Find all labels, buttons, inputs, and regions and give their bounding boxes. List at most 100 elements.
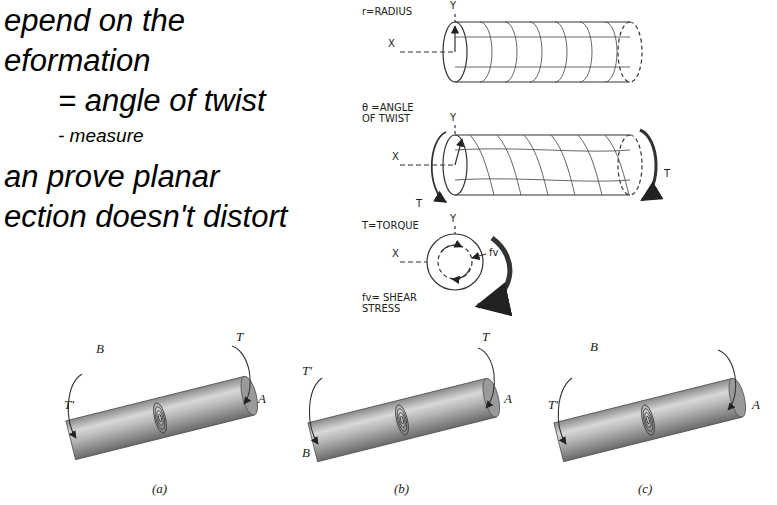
stress-label: fv= SHEAR STRESS (362, 292, 424, 314)
twisted-cylinder-sketch-part (432, 132, 446, 202)
load-label: T' (548, 398, 558, 412)
torque-arrows-part (478, 348, 494, 408)
torque-arrows-part (232, 346, 250, 404)
point-label: B (302, 446, 310, 460)
shaded-shaft-part-part (641, 408, 655, 433)
stress-label: fv (489, 247, 498, 258)
cross-section-part (472, 254, 486, 258)
point-label: B (590, 340, 598, 354)
twisted-cylinder-sketch-part (640, 130, 656, 200)
twist-lines-part (524, 135, 548, 195)
load-label: T (416, 198, 422, 209)
cylinder-sketch-part (400, 51, 455, 52)
shaded-shaft (554, 377, 749, 462)
axis-label: Y (450, 112, 456, 123)
torque-arrows (68, 346, 735, 444)
shaded-shaft (66, 375, 261, 460)
figure-caption: (a) (152, 482, 167, 496)
shaded-shaft-part-part (639, 404, 657, 437)
shaded-shaft-part-part (397, 412, 406, 428)
shaded-shaft-part-part (151, 402, 169, 435)
twisted-cylinder-sketch-part (455, 139, 462, 165)
twist-lines-part (455, 179, 630, 181)
torque-arrows-part (558, 378, 572, 444)
slide-text: epend on the (4, 4, 185, 38)
twisted-cylinder-sketch (400, 125, 656, 202)
shaded-shaft-part-part (155, 410, 164, 426)
point-label: A (752, 398, 760, 412)
shaded-shaft (308, 377, 503, 462)
slide-text: = angle of twist (58, 84, 266, 118)
cylinder-sketch-part (454, 26, 455, 52)
point-label: B (96, 342, 104, 356)
load-label: T (482, 330, 489, 344)
slide-text: ection doesn't distort (4, 200, 287, 234)
grid-lines (455, 22, 630, 82)
figure-caption: (b) (394, 482, 409, 496)
cylinder-sketch-part (618, 22, 630, 82)
load-label: T (664, 168, 670, 179)
cross-section-part (438, 245, 472, 279)
cross-section-part (441, 245, 462, 252)
cross-section-part (478, 238, 510, 306)
shaded-shaft-part (66, 376, 254, 459)
twist-lines-part (455, 149, 630, 151)
cross-section-part (427, 234, 483, 290)
cross-section-part (452, 268, 470, 279)
slide-text: eformation (4, 44, 150, 78)
shaded-shaft-part-part (643, 412, 652, 428)
twist-lines-part (578, 135, 602, 195)
slide-text: - measure (58, 126, 144, 147)
torque-arrows-part (309, 378, 322, 444)
twist-lines-part (605, 135, 629, 195)
shaded-shaft-part (554, 378, 742, 461)
cylinder-sketch-part (630, 22, 642, 82)
shaded-shaft-part (393, 404, 411, 437)
cross-section-part (400, 261, 427, 262)
dimension-label: r=RADIUS (362, 6, 412, 17)
grid-lines-part (555, 22, 567, 82)
twisted-cylinder-sketch-part (454, 125, 455, 135)
twisted-cylinder-sketch-part (443, 135, 467, 195)
shaded-shaft-part (726, 377, 749, 419)
load-label: T (500, 302, 506, 313)
shaded-shaft-part (308, 378, 496, 461)
twisted-cylinder-sketch-part (400, 164, 455, 165)
grid-lines-part (455, 67, 630, 68)
slide-text: an prove planar (4, 160, 219, 194)
point-label: A (258, 392, 266, 406)
shaded-shaft-part-part (395, 408, 409, 433)
grid-lines-part (505, 22, 517, 82)
cylinder-sketch (400, 14, 642, 82)
axis-label: X (392, 248, 399, 259)
shaded-shaft-part (639, 404, 657, 437)
shaded-shaft-part-part (153, 406, 167, 431)
load-label: T' (64, 398, 74, 412)
grid-lines-part (580, 22, 592, 82)
twist-lines-part (470, 135, 494, 195)
twist-lines-part (551, 135, 575, 195)
torque-arrows-part (718, 350, 736, 410)
grid-lines-part (455, 37, 630, 38)
cross-section-part (454, 226, 455, 234)
figure-caption: (c) (638, 482, 652, 496)
load-label: T' (302, 364, 312, 378)
point-label: T (236, 330, 243, 344)
twist-lines (455, 135, 630, 195)
axis-label: Y (450, 0, 456, 11)
twist-lines-part (497, 135, 521, 195)
twisted-cylinder-sketch-part (630, 135, 642, 195)
twisted-cylinder-sketch-part (455, 134, 630, 135)
point-label: A (504, 392, 512, 406)
shaded-shaft-part (238, 375, 261, 417)
axis-label: X (388, 38, 395, 49)
grid-lines-part (530, 22, 542, 82)
twisted-cylinder-sketch-part (455, 194, 630, 195)
cylinder-sketch-part (454, 14, 455, 22)
load-label: T=TORQUE (362, 220, 419, 231)
shaded-shaft-part-part (393, 404, 411, 437)
cylinder-sketch-part (443, 22, 467, 82)
shaded-shaft-part (151, 402, 169, 435)
axis-label: Y (450, 213, 456, 224)
